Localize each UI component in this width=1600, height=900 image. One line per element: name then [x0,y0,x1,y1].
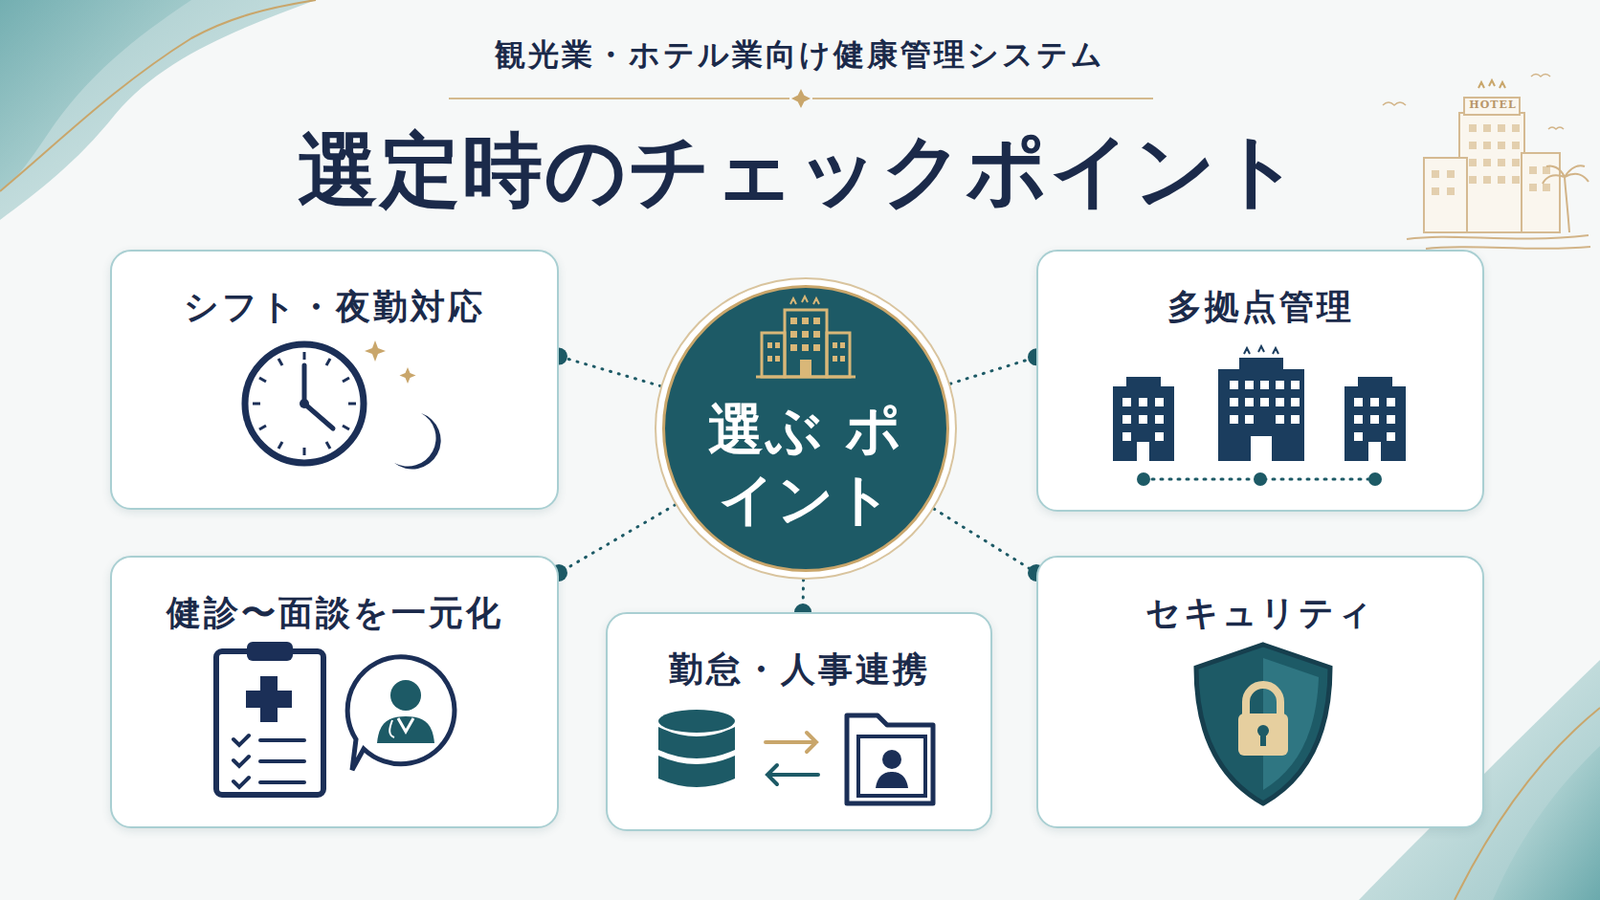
dotted-connector [550,505,676,582]
box-heading: セキュリティ [1145,590,1376,638]
dotted-connector [550,348,661,387]
center-circle: 選ぶ ポイント [662,285,950,573]
security-shield-icon [1186,639,1340,812]
main-title: 選定時のチェックポイント [0,116,1600,226]
hotel-icon [752,294,860,383]
box-heading: 多拠点管理 [1167,284,1355,332]
multi-building-icon [1105,344,1412,498]
center-label: 選ぶ ポイント [686,395,926,534]
data-link-icon [655,708,943,814]
box-heading: シフト・夜勤対応 [183,284,486,332]
connector-line [558,356,661,387]
checkup-box: 健診〜面談を一元化 [110,555,559,829]
connector-line [933,509,1037,574]
clock-moon-icon [229,334,450,479]
connector-line [950,356,1037,384]
box-heading: 健診〜面談を一元化 [166,590,504,638]
hotel-sign: HOTEL [1462,98,1524,112]
checkup-interview-icon [210,636,469,804]
connector-line [558,505,676,574]
dotted-connector [950,348,1045,384]
dotted-connector [933,509,1045,582]
box-heading: 勤怠・人事連携 [668,646,931,694]
subtitle: 観光業・ホテル業向け健康管理システム [0,34,1600,77]
